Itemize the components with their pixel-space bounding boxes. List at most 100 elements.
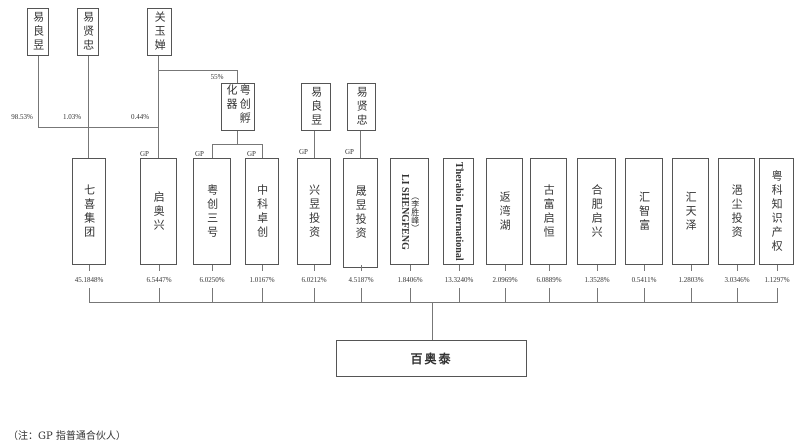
connector-line bbox=[597, 265, 598, 271]
connector-line bbox=[89, 288, 90, 303]
connector-line bbox=[314, 131, 315, 158]
connector-line bbox=[459, 265, 460, 271]
percentage-label: 0.5411% bbox=[631, 276, 657, 284]
shareholder-box: 兴昱投资 bbox=[297, 158, 331, 265]
shareholder-alias: （李胜峰） bbox=[410, 191, 420, 232]
shareholder-box: 晟昱投资 bbox=[343, 158, 378, 268]
connector-line bbox=[159, 265, 160, 271]
percentage-label: 0.44% bbox=[130, 113, 150, 121]
shareholder-name: 中科卓创 bbox=[255, 183, 269, 240]
shareholder-name: 晟昱投资 bbox=[354, 185, 368, 241]
connector-line bbox=[38, 56, 39, 128]
percentage-label: 6.5447% bbox=[146, 276, 172, 284]
shareholder-name: 古富启恒 bbox=[542, 183, 556, 240]
connector-line bbox=[237, 70, 238, 83]
incubator-box: 粤创孵化器 bbox=[221, 83, 255, 131]
connector-line bbox=[88, 56, 89, 158]
connector-line bbox=[158, 56, 159, 158]
connector-line bbox=[691, 265, 692, 271]
gp-label: GP bbox=[195, 150, 204, 158]
gp-owner-box: 易良昱 bbox=[301, 83, 331, 131]
connector-line bbox=[549, 288, 550, 303]
connector-line bbox=[597, 288, 598, 303]
shareholder-box: 古富启恒 bbox=[530, 158, 567, 265]
gp-owner-box-label: 易贤忠 bbox=[355, 86, 369, 128]
percentage-label: 3.0346% bbox=[724, 276, 750, 284]
shareholder-name: 浥尘投资 bbox=[730, 183, 744, 240]
shareholder-box: Therabio International bbox=[443, 158, 474, 265]
percentage-label: 1.1297% bbox=[764, 276, 790, 284]
percentage-label: 6.0212% bbox=[301, 276, 327, 284]
shareholder-name: 返湾湖 bbox=[498, 190, 512, 233]
shareholder-name: Therabio International bbox=[453, 162, 464, 261]
connector-line bbox=[410, 288, 411, 303]
connector-line bbox=[262, 265, 263, 271]
holder-box-label: 易良昱 bbox=[31, 11, 45, 53]
shareholder-name: LI SHENGFENG bbox=[399, 173, 411, 250]
holder-box: 易良昱 bbox=[27, 8, 49, 56]
percentage-label: 55% bbox=[210, 73, 224, 81]
connector-line bbox=[212, 288, 213, 303]
connector-line bbox=[262, 288, 263, 303]
holder-box-label: 关玉婵 bbox=[153, 11, 167, 53]
gp-owner-box: 易贤忠 bbox=[347, 83, 376, 131]
connector-line bbox=[410, 265, 411, 271]
connector-line bbox=[361, 265, 362, 271]
percentage-label: 98.53% bbox=[11, 113, 33, 121]
gp-label: GP bbox=[299, 148, 308, 156]
connector-line bbox=[691, 288, 692, 303]
connector-line bbox=[158, 70, 238, 71]
shareholder-box: 粤创三号 bbox=[193, 158, 231, 265]
shareholder-name: 汇天泽 bbox=[684, 190, 698, 233]
connector-line bbox=[505, 265, 506, 271]
connector-line bbox=[314, 265, 315, 271]
percentage-label: 1.03% bbox=[62, 113, 82, 121]
shareholder-name: 粤创三号 bbox=[205, 183, 219, 240]
connector-line bbox=[314, 288, 315, 303]
percentage-label: 6.0250% bbox=[199, 276, 225, 284]
shareholder-box: 汇天泽 bbox=[672, 158, 709, 265]
gp-label: GP bbox=[140, 150, 149, 158]
connector-line bbox=[459, 288, 460, 303]
connector-line bbox=[89, 302, 778, 303]
holder-box-label: 易贤忠 bbox=[81, 11, 95, 53]
connector-line bbox=[360, 131, 361, 158]
holder-box: 易贤忠 bbox=[77, 8, 99, 56]
company-name: 百奥泰 bbox=[410, 352, 453, 366]
shareholder-box: 合肥启兴 bbox=[577, 158, 616, 265]
connector-line bbox=[432, 302, 433, 340]
connector-line bbox=[212, 144, 213, 158]
percentage-label: 1.0167% bbox=[249, 276, 275, 284]
percentage-label: 4.5187% bbox=[348, 276, 374, 284]
footnote: （注：GP 指普通合伙人） bbox=[8, 431, 126, 442]
connector-line bbox=[212, 265, 213, 271]
percentage-label: 1.2803% bbox=[678, 276, 704, 284]
shareholder-box: 返湾湖 bbox=[486, 158, 523, 265]
percentage-label: 1.3528% bbox=[584, 276, 610, 284]
connector-line bbox=[644, 288, 645, 303]
percentage-label: 13.3240% bbox=[444, 276, 474, 284]
shareholder-box: 浥尘投资 bbox=[718, 158, 755, 265]
shareholder-name: 兴昱投资 bbox=[307, 183, 321, 240]
gp-owner-box-label: 易良昱 bbox=[309, 86, 323, 128]
percentage-label: 2.0969% bbox=[492, 276, 518, 284]
connector-line bbox=[262, 144, 263, 158]
connector-line bbox=[644, 265, 645, 271]
connector-line bbox=[549, 265, 550, 271]
connector-line bbox=[361, 288, 362, 303]
connector-line bbox=[89, 265, 90, 271]
connector-line bbox=[237, 131, 238, 145]
incubator-box-label: 粤创孵化器 bbox=[225, 84, 252, 126]
shareholder-name: 启奥兴 bbox=[152, 190, 166, 233]
connector-line bbox=[159, 288, 160, 303]
shareholder-name: 合肥启兴 bbox=[590, 183, 604, 240]
shareholder-name: 七喜集团 bbox=[82, 183, 96, 240]
shareholder-box: 七喜集团 bbox=[72, 158, 106, 265]
percentage-label: 1.8406% bbox=[397, 276, 423, 284]
percentage-label: 45.1848% bbox=[74, 276, 104, 284]
connector-line bbox=[212, 144, 263, 145]
shareholder-name: 粤科知识产权 bbox=[770, 169, 784, 254]
shareholder-box: 中科卓创 bbox=[245, 158, 279, 265]
connector-line bbox=[777, 288, 778, 303]
